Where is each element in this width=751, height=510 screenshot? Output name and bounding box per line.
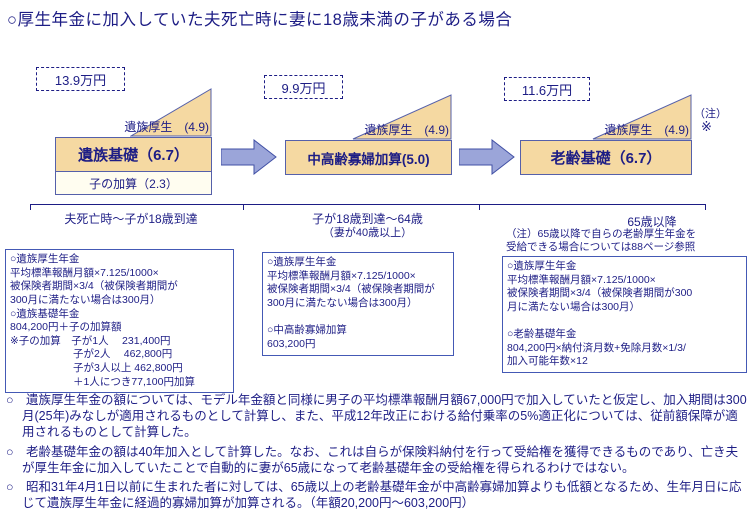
stage3-detail-box: ○遺族厚生年金 平均標準報酬月額×7.125/1000× 被保険者期間×3/4（…	[502, 256, 747, 374]
arrow-right-icon	[221, 139, 277, 175]
stage3-survivor-pension-triangle-icon	[592, 94, 692, 140]
timeline-tick	[479, 204, 480, 210]
stage2-amount-box: 9.9万円	[264, 75, 343, 99]
timeline-tick	[243, 204, 244, 210]
stage2-period-sublabel: （妻が40歳以上）	[322, 227, 413, 239]
stage3-old-age-basic-pension-label: 老齢基礎（6.7）	[550, 150, 662, 167]
stage3-asterisk-mark: ※	[701, 119, 712, 134]
stage2-period-label: 子が18歳到達～64歳	[312, 212, 423, 226]
stage2-widow-addition-box: 中高齢寡婦加算(5.0)	[285, 140, 452, 175]
stage1-basic-pension-box: 遺族基礎（6.7）	[55, 137, 212, 172]
stage2-triangle-area: 遺族厚生 (4.9)	[285, 94, 452, 140]
timeline-axis	[30, 204, 706, 205]
stage3-triangle-label: 遺族厚生 (4.9)	[604, 123, 689, 137]
arrow-right-icon	[459, 139, 515, 175]
stage3-triangle-area: 遺族厚生 (4.9)	[520, 94, 692, 140]
stage3-note-mark: （注）	[694, 108, 727, 120]
page-title: ○厚生年金に加入していた夫死亡時に妻に18歳未満の子がある場合	[7, 11, 513, 29]
footnotes-section: ○ 遺族厚生年金の額については、モデル年金額と同様に男子の平均標準報酬月額67,…	[6, 393, 747, 510]
stage1-amount-text: 13.9万円	[54, 72, 107, 88]
stage3-amount-box: 11.6万円	[504, 77, 590, 101]
stage1-amount-box: 13.9万円	[36, 67, 125, 91]
stage2-detail-box: ○遺族厚生年金 平均標準報酬月額×7.125/1000× 被保険者期間×3/4（…	[262, 252, 454, 356]
stage1-triangle-area: 遺族厚生 (4.9)	[55, 88, 212, 137]
stage1-detail-box: ○遺族厚生年金 平均標準報酬月額×7.125/1000× 被保険者期間×3/4（…	[5, 249, 234, 394]
stage3-old-age-basic-pension-box: 老齢基礎（6.7）	[520, 140, 692, 175]
stage2-widow-addition-label: 中高齢寡婦加算(5.0)	[307, 151, 430, 167]
timeline-tick	[30, 204, 31, 210]
stage1-basic-pension-label: 遺族基礎（6.7）	[78, 147, 189, 164]
timeline-tick	[705, 204, 706, 210]
footnote-2: ○ 老齢基礎年金の額は40年加入として計算した。なお、これは自らが保険料納付を行…	[6, 444, 739, 475]
stage2-triangle-label: 遺族厚生 (4.9)	[364, 123, 449, 137]
stage2-survivor-pension-triangle-icon	[352, 94, 452, 140]
footnote-1: ○ 遺族厚生年金の額については、モデル年金額と同様に男子の平均標準報酬月額67,…	[6, 393, 747, 439]
footnote-3: ○ 昭和31年4月1日以前に生まれた者に対しては、65歳以上の老齢基礎年金が中高…	[6, 480, 742, 510]
stage1-triangle-label: 遺族厚生 (4.9)	[124, 120, 209, 134]
stage1-survivor-pension-triangle-icon	[130, 88, 212, 137]
stage3-period-label: 65歳以降	[627, 215, 677, 229]
stage1-child-addition-label: 子の加算（2.3）	[89, 176, 178, 191]
stage2-amount-text: 9.9万円	[281, 80, 326, 96]
stage1-child-addition-box: 子の加算（2.3）	[55, 171, 212, 195]
stage3-reference-note: （注）65歳以降で自らの老齢厚生年金を 受給できる場合については88ページ参照	[506, 228, 697, 254]
stage1-period-label: 夫死亡時～子が18歳到達	[64, 212, 198, 226]
stage3-amount-text: 11.6万円	[521, 82, 573, 98]
